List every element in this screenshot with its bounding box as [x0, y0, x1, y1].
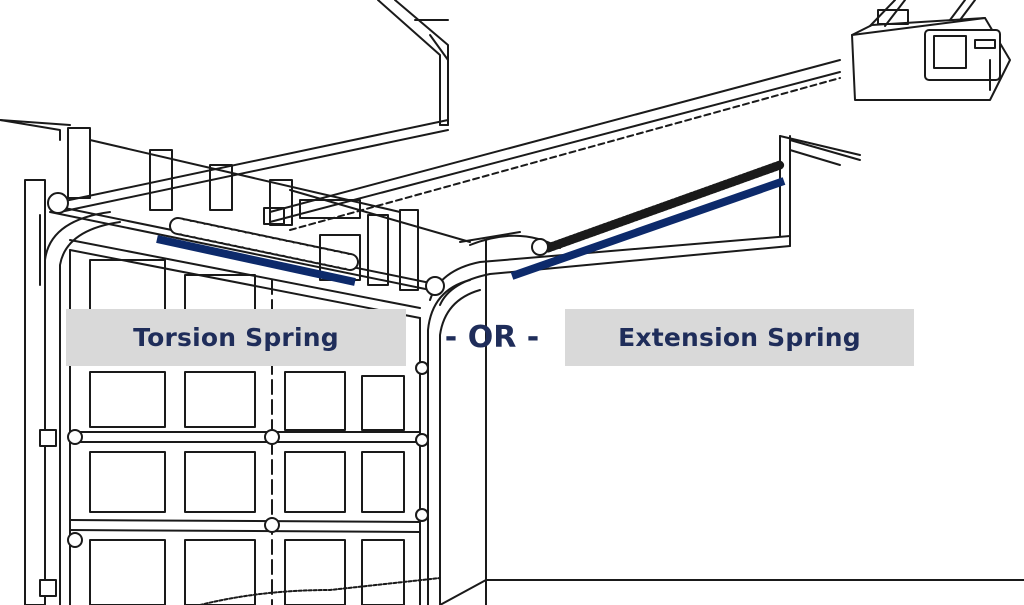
horizontal-track [429, 135, 861, 306]
torsion-spring-assembly [47, 192, 445, 296]
opener-motor [851, 0, 1011, 101]
door-sections [69, 239, 421, 605]
or-separator: - OR - [444, 319, 540, 355]
torsion-spring-highlight [156, 235, 356, 286]
bottom-seal [199, 577, 441, 605]
torsion-spring-label: Torsion Spring [66, 309, 406, 366]
room-outline [0, 119, 1024, 605]
door-hinges [39, 361, 429, 597]
spring-highlights [156, 177, 786, 286]
opener-rail [263, 59, 841, 231]
extension-spring-label: Extension Spring [565, 309, 914, 366]
vertical-tracks [44, 211, 481, 605]
door-jamb [24, 179, 46, 605]
upper-rail [59, 119, 449, 213]
extension-spring-coil [531, 160, 785, 256]
extension-spring-highlight [510, 177, 786, 280]
ceiling-bracket [377, 0, 449, 126]
